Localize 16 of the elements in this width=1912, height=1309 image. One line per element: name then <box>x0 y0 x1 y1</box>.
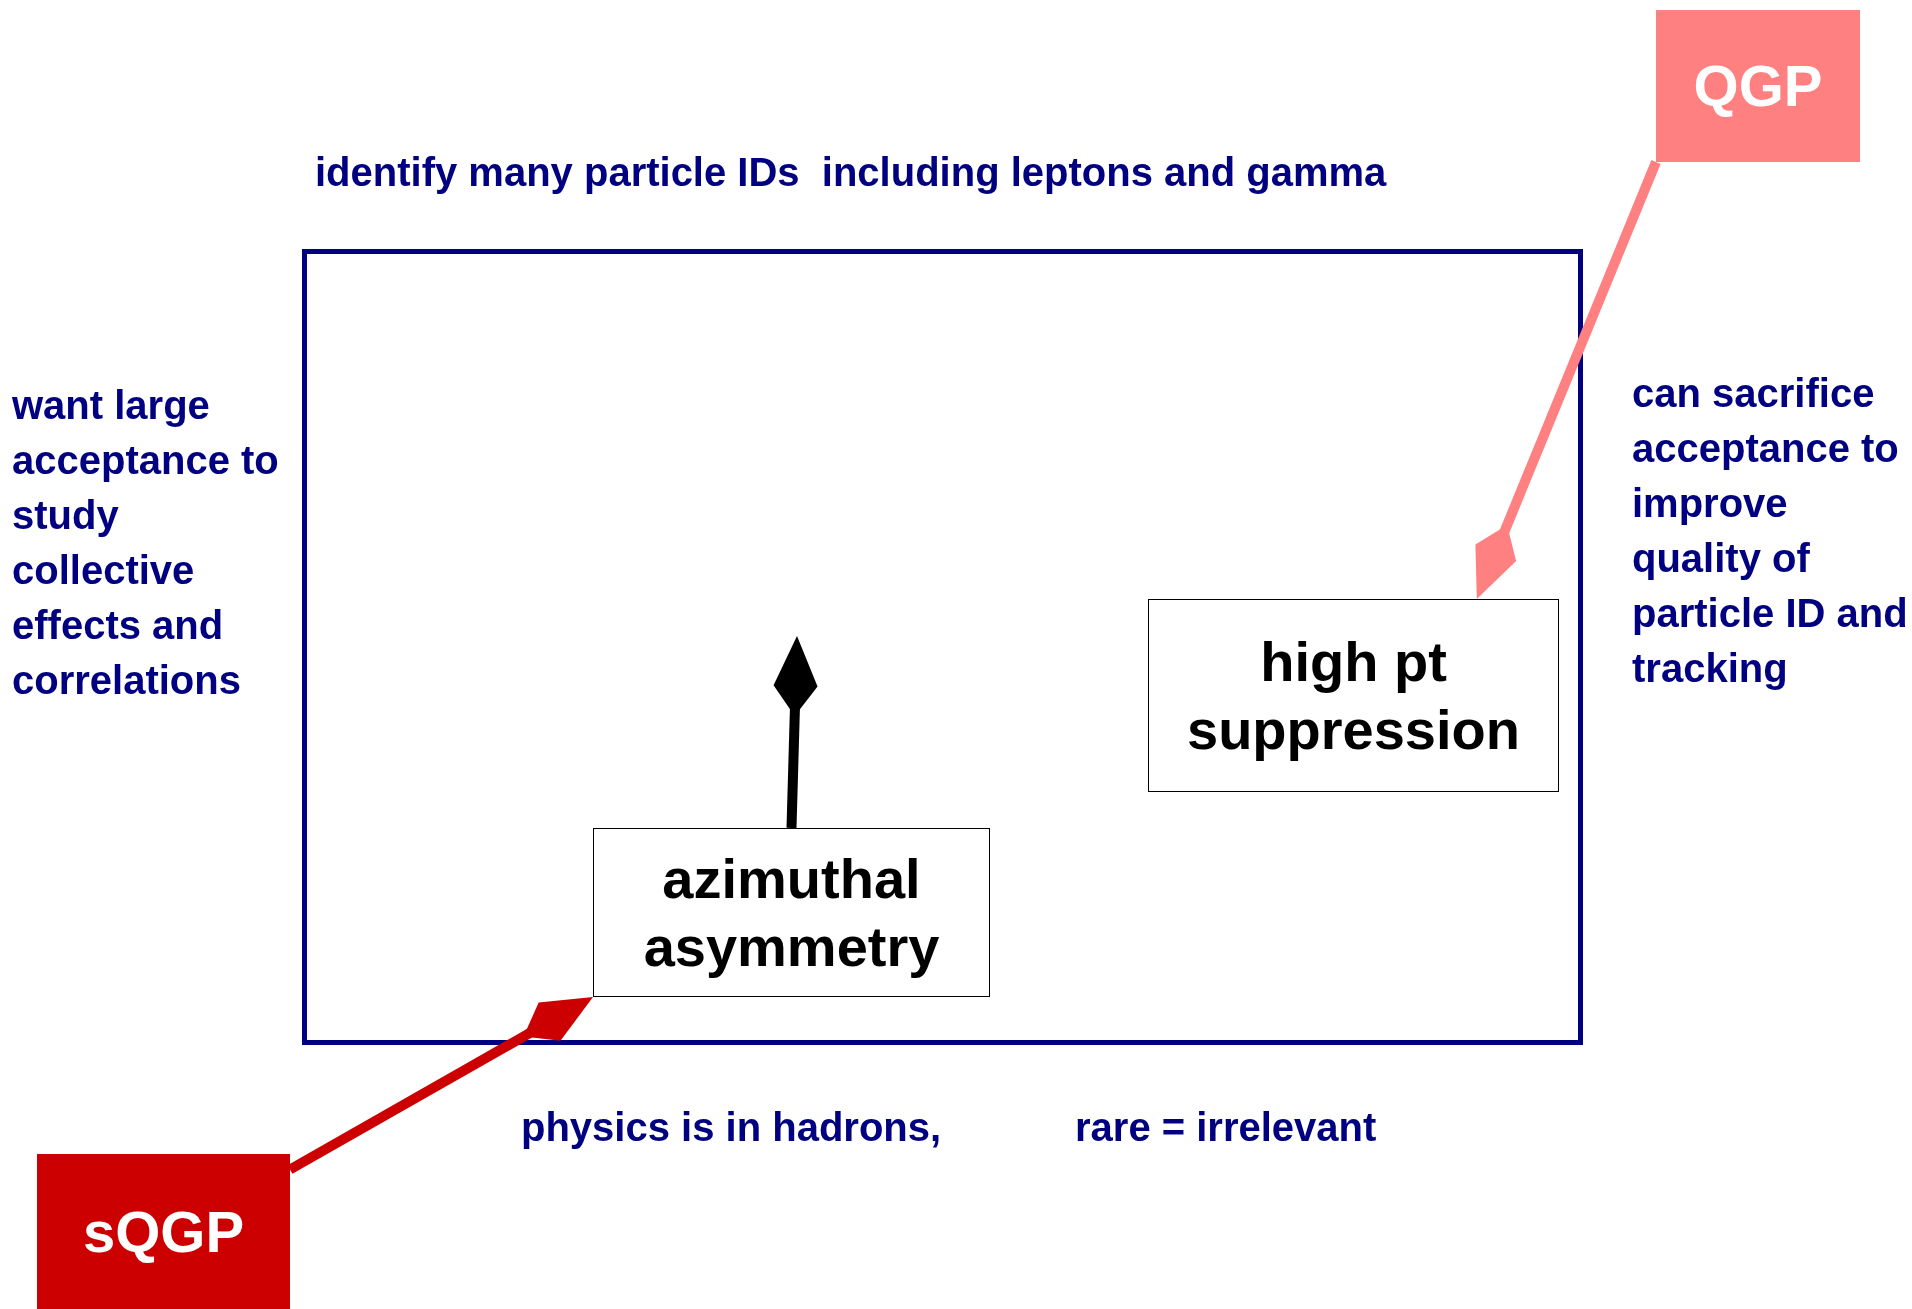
result-box <box>1148 599 1559 792</box>
frame-box <box>302 249 1583 1045</box>
box-label: high pt suppression <box>1186 629 1521 763</box>
note-text: want large acceptance to study collective effects and correlations <box>12 382 280 704</box>
note-text: can sacrifice acceptance to improve quality of particle ID and tracking <box>1632 370 1909 692</box>
box-label: azimuthal asymmetry <box>642 846 941 980</box>
note-text: rare = irrelevant <box>1075 1104 1378 1151</box>
note-text: identify many particle IDs including leptons and gamma <box>315 149 1388 196</box>
note-text: physics is in hadrons, <box>521 1104 943 1151</box>
arrow <box>773 636 818 829</box>
result-box <box>593 828 990 997</box>
box-label: sQGP <box>81 1197 246 1266</box>
arrow <box>1475 160 1661 599</box>
qgp-box <box>1656 10 1860 162</box>
sqgp-box <box>37 1154 290 1309</box>
box-label: QGP <box>1692 52 1824 121</box>
